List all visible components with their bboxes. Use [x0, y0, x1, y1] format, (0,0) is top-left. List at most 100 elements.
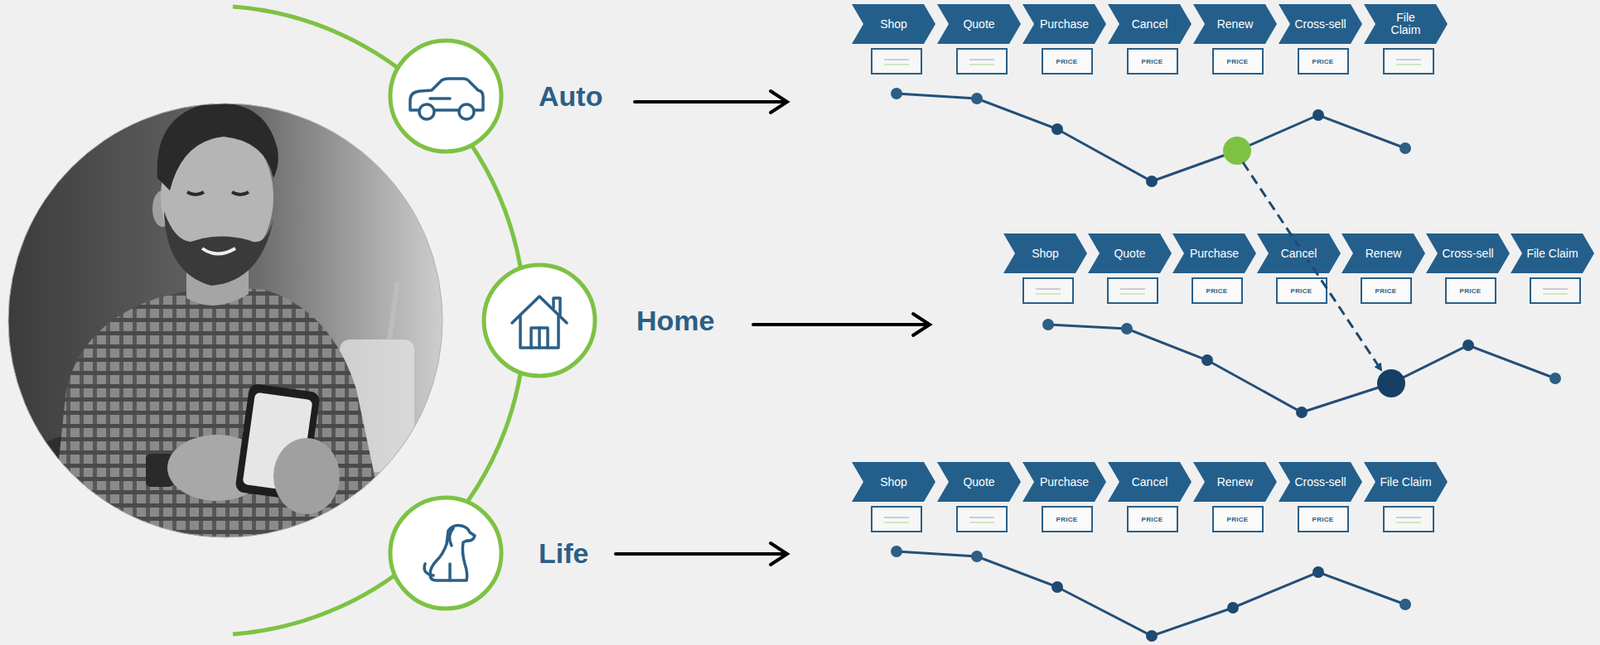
- eyes: [187, 192, 249, 195]
- product-label: Life: [538, 537, 589, 571]
- journey-chevron: File Claim: [1363, 462, 1448, 503]
- placeholder-line: [1120, 289, 1146, 291]
- green-arc: [232, 6, 525, 635]
- price-text: PRICE: [1458, 287, 1484, 295]
- icon-stroke: [520, 316, 559, 349]
- placeholder-lines: [872, 49, 921, 73]
- arrow-line: [753, 323, 929, 327]
- journey-chevron: Shop: [1003, 233, 1088, 274]
- placeholder-line: [1120, 294, 1146, 295]
- journey-line: [1048, 324, 1556, 413]
- chevron-fill: [1341, 233, 1426, 274]
- beard: [164, 211, 274, 286]
- journey-dot: [1051, 581, 1064, 594]
- journey-line: [896, 551, 1406, 637]
- journey-chevron: Purchase: [1022, 462, 1107, 503]
- journey-dot: [1312, 109, 1325, 121]
- product-circle-shape: [386, 37, 505, 155]
- journey-dot: [1145, 175, 1158, 188]
- arrow-head: [913, 314, 930, 336]
- hair: [157, 102, 279, 191]
- chevron-fill: [1193, 4, 1277, 44]
- journey-chevron: Purchase: [1022, 4, 1107, 44]
- price-box: PRICE: [1297, 48, 1349, 75]
- price-box: PRICE: [1212, 48, 1264, 75]
- chevron-fill: [937, 462, 1021, 503]
- stage-name: Purchase: [1037, 475, 1092, 490]
- journey-chevron: Quote: [937, 4, 1021, 44]
- placeholder-box: [1382, 48, 1435, 75]
- arrow-head: [770, 543, 788, 566]
- price-box: PRICE: [1191, 277, 1243, 305]
- stage-name: Cancel: [1278, 246, 1320, 262]
- placeholder-line: [1396, 522, 1422, 524]
- car-wheel: [419, 104, 435, 120]
- journey-dot: [1121, 323, 1133, 335]
- journey-chevron: File Claim: [1363, 4, 1448, 44]
- car-wheel: [459, 104, 474, 120]
- placeholder-line: [1542, 294, 1568, 295]
- placeholder-box: [956, 506, 1008, 533]
- journey-chevron: Cancel: [1256, 233, 1341, 274]
- placeholder-line: [1035, 289, 1061, 291]
- price-box: PRICE: [1445, 277, 1497, 305]
- journey-line: [896, 93, 1406, 182]
- journey-charts: [890, 87, 1562, 643]
- stage-name: File Claim: [1377, 475, 1434, 490]
- price-box: PRICE: [1212, 506, 1264, 533]
- product-label: Home: [636, 304, 715, 338]
- chevron-fill: [1193, 462, 1277, 503]
- chevron-fill: [1510, 233, 1595, 274]
- placeholder-lines: [1108, 279, 1157, 303]
- journey-chevron: Cancel: [1107, 462, 1192, 503]
- hand: [273, 438, 340, 515]
- chevron-fill: [1172, 233, 1257, 274]
- stage-name: Renew: [1214, 475, 1257, 490]
- stage-name: Cancel: [1129, 17, 1171, 32]
- journey-dot: [1549, 372, 1562, 385]
- chevron-fill: [937, 4, 1021, 44]
- chevron-fill: [1278, 4, 1363, 44]
- chevron-fill: [1087, 233, 1172, 274]
- journey-chevron: Renew: [1341, 233, 1426, 274]
- arrow-head: [770, 91, 788, 113]
- placeholder-lines: [1384, 49, 1433, 73]
- journey-chevron: Quote: [937, 462, 1021, 503]
- placeholder-box: [1022, 277, 1074, 305]
- stage-name: Renew: [1363, 246, 1405, 262]
- price-box: PRICE: [1297, 506, 1349, 533]
- chevron-fill: [1256, 233, 1341, 274]
- placeholder-line: [969, 517, 995, 519]
- placeholder-lines: [872, 507, 921, 532]
- placeholder-line: [884, 59, 909, 61]
- journey-chevron: Cross-sell: [1425, 233, 1510, 274]
- price-text: PRICE: [1140, 58, 1165, 66]
- journey-dot: [1399, 599, 1412, 611]
- placeholder-lines: [957, 507, 1006, 532]
- chevron-fill: [1107, 4, 1192, 44]
- stage-name: Quote: [960, 475, 997, 490]
- price-box: PRICE: [1126, 48, 1179, 75]
- placeholder-line: [969, 64, 995, 66]
- placeholder-line: [884, 64, 909, 66]
- placeholder-box: [1382, 506, 1435, 533]
- product-circle: Auto: [386, 37, 505, 155]
- icon-stroke: [430, 526, 475, 581]
- highlight-dot: [1377, 369, 1406, 398]
- placeholder-box: [870, 48, 923, 75]
- product-circle: Life: [386, 494, 505, 613]
- placeholder-line: [884, 522, 909, 524]
- icon-stroke: [448, 564, 452, 581]
- price-text: PRICE: [1140, 516, 1165, 524]
- circle-outline: [483, 265, 595, 377]
- price-text: PRICE: [1373, 287, 1399, 295]
- price-text: PRICE: [1054, 58, 1080, 66]
- price-text: PRICE: [1310, 516, 1336, 524]
- stage-name: Renew: [1214, 17, 1257, 32]
- journey-dot: [890, 87, 903, 100]
- icon-stroke: [449, 528, 454, 547]
- stage-name: Purchase: [1037, 17, 1092, 32]
- price-box: PRICE: [1041, 48, 1093, 75]
- stage-name: Shop: [877, 17, 910, 32]
